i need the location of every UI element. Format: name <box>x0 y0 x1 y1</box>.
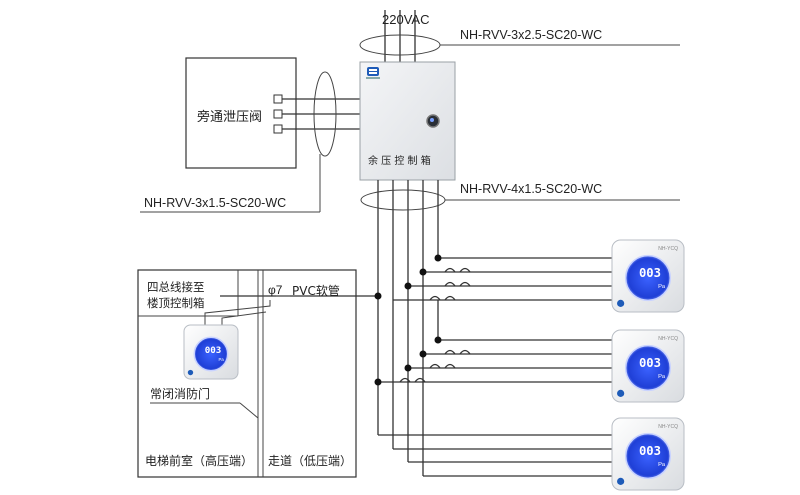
sensor-unit: Pa <box>658 374 666 380</box>
power-cable-top <box>359 10 680 62</box>
sensor-unit: Pa <box>219 357 225 362</box>
controller-box-label: 余 压 控 制 箱 <box>368 154 431 167</box>
bypass-valve-label: 旁通泄压阀 <box>197 109 262 125</box>
sensor-unit: Pa <box>658 462 666 468</box>
power-supply-label: 220VAC <box>382 12 429 27</box>
bus-tap-group-2 <box>374 300 612 386</box>
sensor-model: NH-YCQ <box>658 246 678 252</box>
bus-cable <box>377 180 424 435</box>
corridor-label: 走道（低压端） <box>268 454 352 468</box>
cable-left-label: NH-RVV-3x1.5-SC20-WC <box>144 196 286 210</box>
pipe-symbol-label: φ7 <box>268 283 283 297</box>
bus-tap-group-3 <box>378 434 612 477</box>
bus-note-line1: 四总线接至 <box>147 280 205 294</box>
controller-logo-icon <box>366 67 380 79</box>
sensor-reading: 003 <box>639 356 661 370</box>
sensor-unit: Pa <box>658 284 666 290</box>
bus-note-line2: 楼顶控制箱 <box>147 296 205 310</box>
sensor-reading: 003 <box>639 266 661 280</box>
sensor-reading: 003 <box>639 444 661 458</box>
building-section <box>137 269 357 478</box>
cable-top-label: NH-RVV-3x2.5-SC20-WC <box>460 28 602 42</box>
sensor-reading: 003 <box>205 345 222 356</box>
sensor-model: NH-YCQ <box>658 336 678 342</box>
fire-door-label: 常闭消防门 <box>150 386 210 401</box>
sensor-lcd <box>624 432 672 480</box>
bypass-valve-terminals <box>273 94 360 134</box>
elevator-room-label: 电梯前室（高压端） <box>145 453 253 468</box>
bus-tap-group-1 <box>220 180 612 301</box>
sensor-lcd <box>624 344 672 392</box>
sensor-model: NH-YCQ <box>658 424 678 430</box>
sensor-lcd <box>624 254 672 302</box>
pvc-hose-label: PVC软管 <box>292 283 340 298</box>
sensor-logo-icon <box>617 389 625 397</box>
bus-cable-ellipse <box>360 189 446 211</box>
sensor-lcd <box>193 336 229 372</box>
sensor-logo-icon <box>617 299 625 307</box>
sensor-logo-icon <box>187 369 194 376</box>
valve-cable-ellipse <box>313 71 337 157</box>
cable-bus-label: NH-RVV-4x1.5-SC20-WC <box>460 182 602 196</box>
sensor-logo-icon <box>617 477 625 485</box>
